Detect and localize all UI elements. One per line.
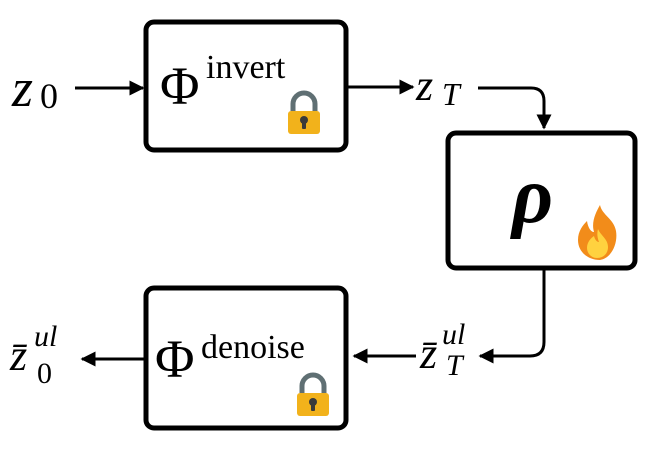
denoise-superscript: denoise: [201, 329, 305, 366]
denoise-symbol: Φ: [155, 329, 194, 389]
noise-latent-subscript: T: [442, 76, 462, 112]
output-latent-label: z̄ ul 0: [9, 320, 57, 390]
input-latent-base: z: [11, 58, 33, 118]
denoise-box: [143, 285, 349, 431]
noise-latent-label: z T: [415, 61, 462, 112]
input-latent-label: z 0: [11, 58, 58, 118]
edge-zT-to-rho: [478, 86, 552, 130]
edge-rho-to-zTul: [478, 270, 546, 364]
denoise-block: Φ denoise: [143, 285, 349, 431]
noise-latent-base: z: [415, 61, 433, 110]
rho-symbol: ρ: [510, 152, 553, 240]
invert-superscript: invert: [206, 49, 286, 86]
noise-latent-ul-base: z̄: [419, 329, 437, 378]
input-latent-subscript: 0: [40, 76, 58, 116]
output-latent-superscript: ul: [34, 320, 57, 353]
rho-block: ρ: [445, 130, 638, 271]
invert-symbol: Φ: [160, 56, 199, 116]
noise-latent-ul-label: z̄ ul T: [419, 318, 465, 382]
output-latent-base: z̄: [9, 331, 27, 380]
invert-block: Φ invert: [143, 19, 349, 153]
noise-latent-ul-subscript: T: [446, 349, 465, 382]
fire-icon: [578, 205, 617, 260]
output-latent-subscript: 0: [37, 357, 52, 390]
lock-icon: [297, 372, 329, 416]
lock-icon: [288, 90, 320, 134]
noise-latent-ul-superscript: ul: [442, 318, 465, 351]
